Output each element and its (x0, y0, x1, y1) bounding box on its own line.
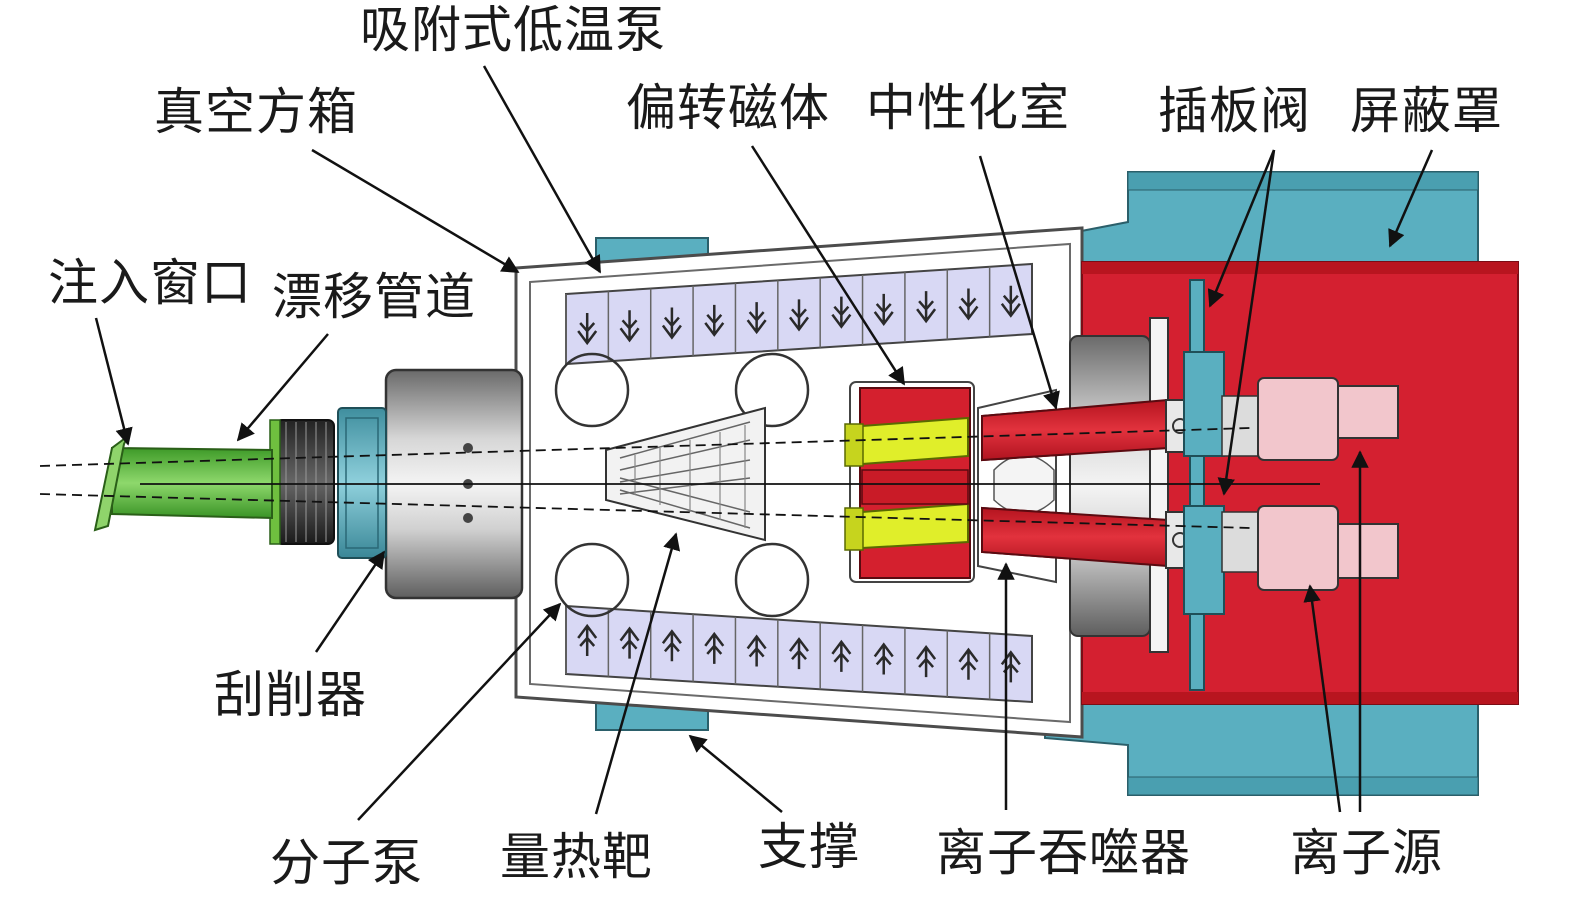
drift-tube (93, 435, 273, 532)
label-support: 支撑 (758, 818, 860, 876)
cryopump-flow-arrow-icon (831, 296, 852, 329)
label-calorimeter: 量热靶 (500, 828, 653, 886)
cryopump-flow-arrow-icon (916, 291, 937, 324)
bending-magnet (844, 381, 975, 583)
cryopump-flow-arrow-icon (577, 313, 598, 346)
cryopump-flow-arrow-icon (958, 288, 979, 321)
bellows (269, 419, 335, 545)
cryopump-flow-arrow-icon (789, 637, 809, 670)
cryopump-flow-arrow-icon (746, 634, 767, 667)
label-scraper: 刮削器 (214, 666, 367, 724)
scraper (337, 407, 387, 559)
label-cryopump: 吸附式低温泵 (360, 1, 666, 59)
cryopump-flow-arrow-icon (916, 645, 937, 678)
cryopump-flow-arrow-icon (958, 647, 979, 680)
label-neutralizer: 中性化室 (866, 79, 1070, 137)
beam-lines (39, 427, 1320, 529)
cryopump-flow-arrow-icon (1000, 285, 1021, 318)
cryopump-flow-arrow-icon (577, 623, 598, 656)
label-ion-dump: 离子吞噬器 (936, 824, 1191, 882)
ports (554, 352, 810, 618)
label-molecular-pump: 分子泵 (270, 834, 423, 892)
cryopump-flow-arrow-icon (746, 302, 767, 335)
label-vacuum-box: 真空方箱 (154, 83, 358, 141)
ion-source (1257, 377, 1399, 591)
support-blocks (595, 237, 709, 731)
cryopump-flow-arrow-icon (704, 631, 725, 664)
cryopump-fins (565, 266, 1021, 700)
neutralizer (981, 317, 1169, 653)
cryopump-flow-arrow-icon (619, 626, 640, 659)
cryopump-flow-arrow-icon (789, 299, 809, 332)
cryopump-flow-arrow-icon (619, 310, 640, 343)
cryopump-flow-arrow-icon (873, 642, 894, 675)
gate-valve (1165, 279, 1259, 691)
label-drift-tube: 漂移管道 (272, 268, 476, 326)
cryopump-flow-arrow-icon (661, 307, 682, 340)
cryopump-flow-arrow-icon (873, 293, 894, 326)
label-ion-source: 离子源 (1290, 824, 1443, 882)
cryopump-flow-arrow-icon (661, 629, 682, 662)
label-bending-magnet: 偏转磁体 (626, 79, 830, 137)
label-injection-window: 注入窗口 (48, 254, 252, 312)
label-gate-valve: 插板阀 (1158, 82, 1311, 140)
cryopump-flow-arrow-icon (831, 639, 852, 672)
cryopump-flow-arrow-icon (704, 304, 725, 337)
leader-arrows (94, 65, 1434, 821)
label-shield: 屏蔽罩 (1350, 82, 1503, 140)
